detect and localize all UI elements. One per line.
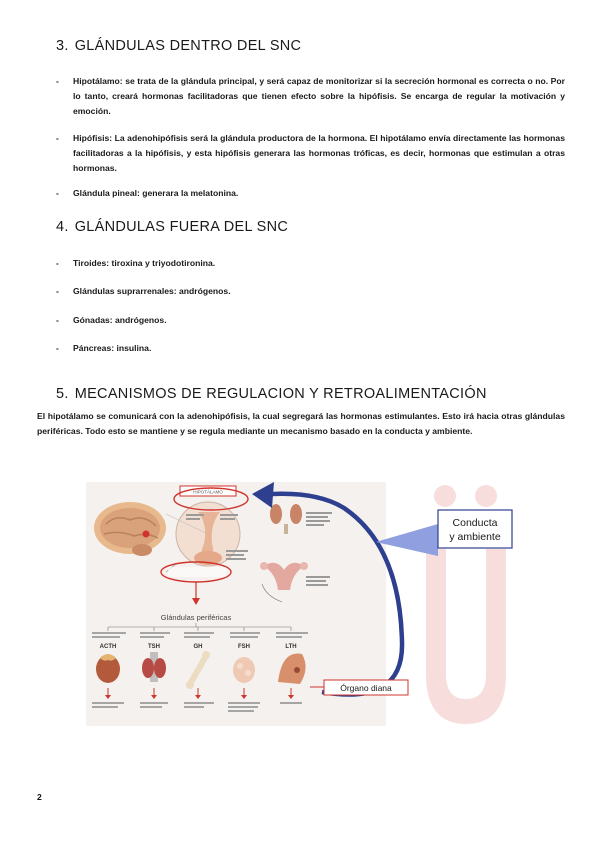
bullet-dash: - [56,188,59,198]
hormone-label-acth: ACTH [100,644,117,650]
list-item-text: Hipófisis: La adenohipófisis será la glá… [73,133,565,173]
bullet-dash: - [56,258,59,268]
red-oval-top [173,487,249,511]
uterus-illustration [260,562,308,603]
section-4-title: GLÁNDULAS FUERA DEL SNC [74,219,289,235]
brain-illustration [94,502,166,556]
bullet-dash: - [56,343,59,353]
list-item-hipotalamo: - Hipotálamo: se trata de la glándula pr… [56,74,565,119]
hormone-label-lth: LTH [285,644,296,650]
list-item-text: Glándula pineal: generara la melatonina. [73,188,239,198]
endocrine-figure: HIPOTÁLAMO [86,474,519,728]
adrenal-organ-illustration [96,654,120,683]
effect-arrows [107,688,292,696]
page-number: 2 [37,792,42,802]
organo-diana-box [323,679,409,696]
list-item-text: Hipotálamo: se trata de la glándula prin… [73,76,565,116]
section-3-title: GLÁNDULAS DENTRO DEL SNC [74,38,302,54]
feedback-arrowhead [252,482,274,508]
glandulas-perifericas-label: Glándulas periféricas [161,613,232,622]
bullet-dash: - [56,315,59,325]
section-4-heading: 4. GLÁNDULAS FUERA DEL SNC [56,219,288,235]
kidney-illustration [270,504,302,534]
section-5-title: MECANISMOS DE REGULACION Y RETROALIMENTA… [74,386,487,402]
conducta-line2: y ambiente [449,531,501,543]
section-5-heading: 5. MECANISMOS DE REGULACION Y RETROALIMEN… [56,386,487,402]
section-5-number: 5. [56,386,69,402]
section-4-number: 4. [56,219,69,235]
small-annotations [186,514,248,560]
list-item-gonadas: - Gónadas: andrógenos. [56,313,565,328]
list-item-text: Glándulas suprarrenales: andrógenos. [73,286,231,296]
organo-diana-label: Órgano diana [340,683,392,693]
list-item-pancreas: - Páncreas: insulina. [56,341,565,356]
thyroid-organ-illustration [142,652,166,682]
watermark-logo [426,485,506,724]
hipotalamo-box-label: HIPOTÁLAMO [193,489,223,495]
list-item-tiroides: - Tiroides: tiroxina y triyodotironina. [56,256,565,271]
bullet-dash: - [56,286,59,296]
bone-organ-illustration [186,651,210,689]
list-item-text: Gónadas: andrógenos. [73,315,167,325]
conducta-line1: Conducta [453,517,498,529]
hormone-label-fsh: FSH [238,644,250,650]
section-3-heading: 3. GLÁNDULAS DENTRO DEL SNC [56,38,301,54]
endocrine-diagram: HIPOTÁLAMO [86,482,513,726]
section-3-number: 3. [56,38,69,54]
bullet-dash: - [56,133,59,143]
ovary-organ-illustration [233,657,255,683]
section-5-paragraph: El hipotálamo se comunicará con la adeno… [37,411,565,436]
list-item-text: Páncreas: insulina. [73,343,152,353]
list-item-hipofisis: - Hipófisis: La adenohipófisis será la g… [56,131,565,176]
conducta-pointer [376,524,438,556]
hormone-label-tsh: TSH [148,644,160,650]
bullet-dash: - [56,76,59,86]
list-item-suprarrenales: - Glándulas suprarrenales: andrógenos. [56,284,565,299]
list-item-pineal: - Glándula pineal: generara la melatonin… [56,186,565,201]
breast-organ-illustration [278,653,306,684]
list-item-text: Tiroides: tiroxina y triyodotironina. [73,258,216,268]
conducta-box [437,509,513,549]
hormone-label-gh: GH [194,644,203,650]
